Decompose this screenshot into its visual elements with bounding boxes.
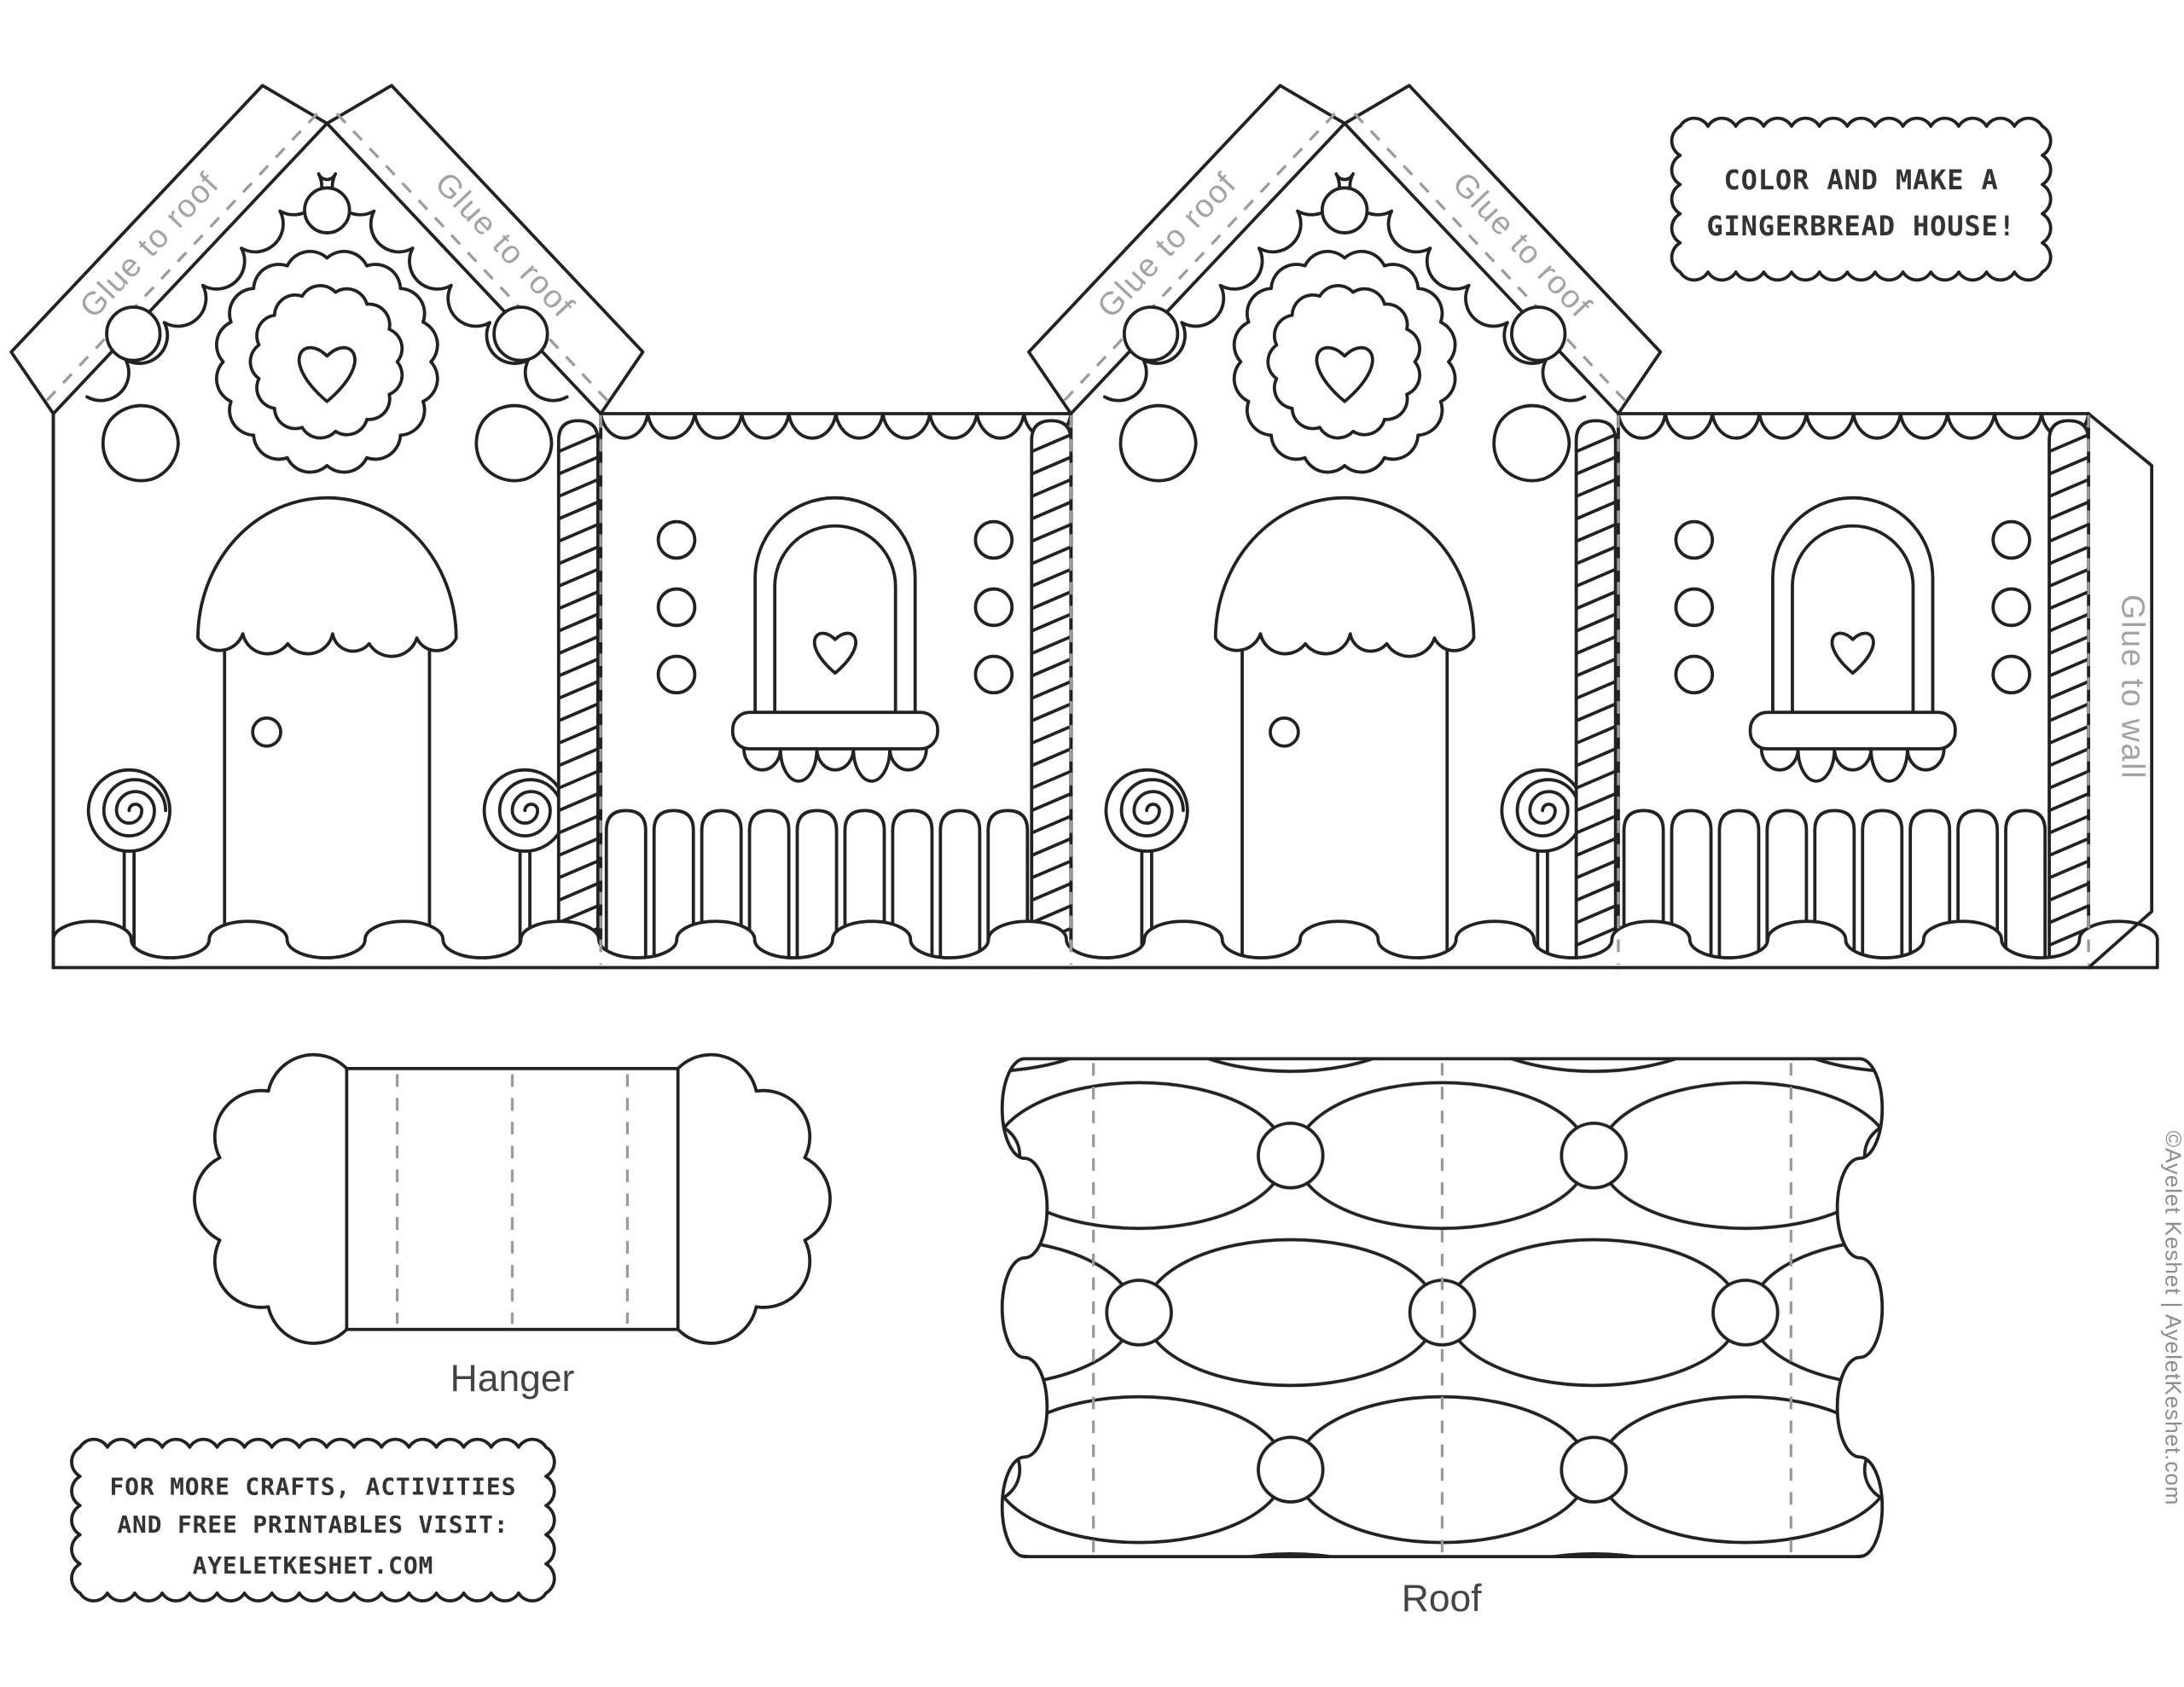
roof-label: Roof (1402, 1578, 1482, 1620)
copyright-text: ©Ayelet Keshet | AyeletKeshet.com (2161, 1131, 2184, 1506)
title-line-2: GINGERBREAD HOUSE! (1706, 210, 2015, 242)
glue-to-wall-flap: Glue to wall (2087, 412, 2154, 970)
footer-line-2: AND FREE PRINTABLES VISIT: (117, 1510, 508, 1539)
title-badge: COLOR AND MAKE A GINGERBREAD HOUSE! (1670, 116, 2053, 282)
footer-badge-border (70, 1437, 556, 1603)
side-panel-2 (1617, 412, 2091, 970)
hanger-tab-edges (345, 1067, 680, 1331)
footer-line-3: AYELETKESHET.COM (193, 1551, 434, 1580)
house-walls-strip: Glue to wall (9, 84, 2159, 970)
front-panel-1 (9, 84, 645, 970)
side-panel-1 (599, 412, 1073, 970)
roof-outline (1000, 1057, 1885, 1558)
glue-to-wall-label: Glue to wall (2115, 594, 2151, 780)
hanger-fold-lines (395, 1074, 630, 1325)
title-line-1: COLOR AND MAKE A (1724, 164, 1999, 196)
roof-piece: Roof (1000, 1057, 1885, 1620)
title-badge-border (1670, 116, 2053, 282)
roof-fold-lines (1092, 1063, 1792, 1554)
hanger-piece: Hanger (193, 1052, 832, 1400)
front-panel-2 (1027, 84, 1663, 970)
footer-line-1: FOR MORE CRAFTS, ACTIVITIES (110, 1473, 517, 1501)
glue-flap-outline (2087, 412, 2154, 970)
hanger-label: Hanger (450, 1358, 575, 1400)
footer-badge: FOR MORE CRAFTS, ACTIVITIES AND FREE PRI… (70, 1437, 556, 1603)
snow-ground-band (51, 919, 2159, 970)
